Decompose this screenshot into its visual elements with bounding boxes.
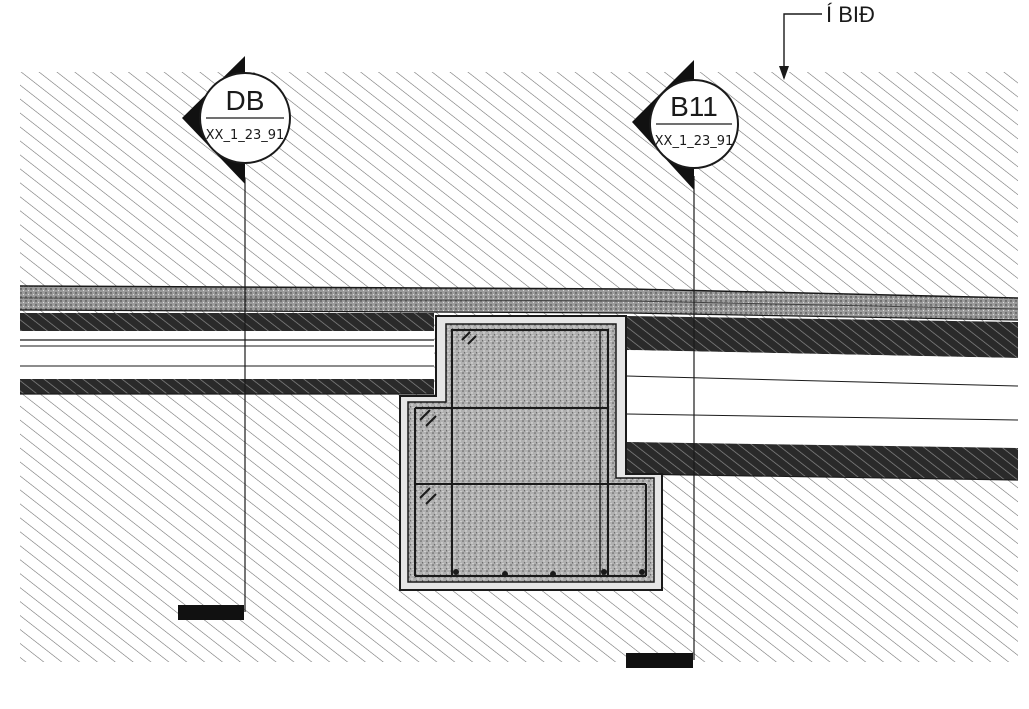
- concrete-beam: [399, 315, 663, 591]
- section-marker-db: DB XX_1_23_91: [182, 56, 291, 184]
- status-leader: Í BIÐ: [779, 2, 875, 80]
- rebar-lines: [414, 329, 647, 577]
- section-line-b11: [626, 176, 695, 668]
- marker-code-db: DB: [226, 85, 265, 116]
- section-line-db: [178, 178, 246, 620]
- surface-layer: [19, 285, 1019, 321]
- section-marker-b11: B11 XX_1_23_91: [632, 60, 739, 190]
- rebar-dots: [453, 569, 645, 577]
- marker-code-b11: B11: [670, 91, 718, 122]
- left-slab: [20, 313, 434, 395]
- right-slab: [625, 316, 1019, 481]
- marker-ref-b11: XX_1_23_91: [655, 134, 734, 149]
- status-label: Í BIÐ: [826, 2, 875, 27]
- marker-ref-db: XX_1_23_91: [206, 128, 285, 143]
